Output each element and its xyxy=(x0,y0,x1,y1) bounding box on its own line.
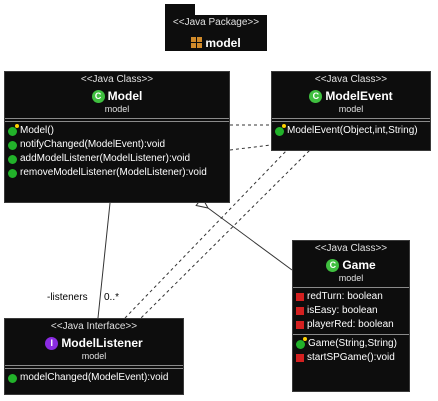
constructor-icon xyxy=(296,336,307,349)
methods-separator xyxy=(293,334,409,335)
field-row[interactable]: playerRed: boolean xyxy=(296,318,409,332)
class-game-stereotype: <<Java Class>> xyxy=(314,243,388,254)
method-label: notifyChanged(ModelEvent):void xyxy=(20,139,166,150)
class-icon: C xyxy=(326,258,340,272)
method-label: Model() xyxy=(20,125,54,136)
class-model-stereotype: <<Java Class>> xyxy=(80,74,154,85)
field-label: playerRed: boolean xyxy=(307,319,394,330)
class-model-package: model xyxy=(104,104,130,114)
public-method-icon xyxy=(8,373,17,383)
method-row[interactable]: removeModelListener(ModelListener):void xyxy=(8,166,229,180)
method-row[interactable]: Model() xyxy=(8,123,229,138)
methods-separator xyxy=(5,368,183,369)
method-label: modelChanged(ModelEvent):void xyxy=(20,372,169,383)
private-field-icon xyxy=(296,293,304,301)
class-modelevent-name: ModelEvent xyxy=(325,89,393,103)
public-method-icon xyxy=(8,168,17,178)
package-icon xyxy=(191,37,203,48)
method-row[interactable]: Game(String,String) xyxy=(296,336,409,351)
class-model[interactable]: <<Java Class>> C Model model Model() not… xyxy=(4,71,230,203)
method-label: addModelListener(ModelListener):void xyxy=(20,153,191,164)
class-modelevent-stereotype: <<Java Class>> xyxy=(314,74,388,85)
attributes-separator xyxy=(272,118,430,119)
method-label: Game(String,String) xyxy=(308,338,397,349)
interface-modellistener-package: model xyxy=(81,351,107,361)
interface-modellistener-stereotype: <<Java Interface>> xyxy=(50,321,138,332)
field-row[interactable]: redTurn: boolean xyxy=(296,290,409,304)
public-method-icon xyxy=(8,140,17,150)
class-icon: C xyxy=(309,89,323,103)
class-modelevent-package: model xyxy=(338,104,364,114)
public-method-icon xyxy=(8,154,17,164)
dependency-listener-modelevent-1 xyxy=(124,149,288,319)
class-game-name: Game xyxy=(342,258,376,272)
class-model-name: Model xyxy=(107,89,143,103)
attributes-separator xyxy=(5,365,183,366)
association-multiplicity-label: 0..* xyxy=(104,292,120,303)
method-label: startSPGame():void xyxy=(307,352,395,363)
method-row[interactable]: notifyChanged(ModelEvent):void xyxy=(8,138,229,152)
method-row[interactable]: ModelEvent(Object,int,String) xyxy=(275,123,430,138)
attributes-separator xyxy=(5,118,229,119)
private-method-icon xyxy=(296,354,304,362)
method-row[interactable]: startSPGame():void xyxy=(296,351,409,365)
class-game[interactable]: <<Java Class>> C Game model redTurn: boo… xyxy=(292,240,410,392)
package-box[interactable]: <<Java Package>> model xyxy=(165,15,267,51)
private-field-icon xyxy=(296,321,304,329)
method-row[interactable]: modelChanged(ModelEvent):void xyxy=(8,371,183,385)
method-label: ModelEvent(Object,int,String) xyxy=(287,125,418,136)
attributes-separator xyxy=(293,287,409,288)
methods-separator xyxy=(272,121,430,122)
constructor-icon xyxy=(8,123,19,136)
private-field-icon xyxy=(296,307,304,315)
field-label: isEasy: boolean xyxy=(307,305,378,316)
interface-icon: I xyxy=(45,336,59,350)
class-game-package: model xyxy=(338,273,364,283)
interface-modellistener-name: ModelListener xyxy=(61,336,143,350)
method-label: removeModelListener(ModelListener):void xyxy=(20,167,207,178)
generalization-game-model xyxy=(208,208,293,271)
methods-separator xyxy=(5,121,229,122)
dependency-listener-modelevent-2 xyxy=(136,149,311,323)
package-name: model xyxy=(205,35,241,50)
association-model-listener xyxy=(98,202,111,318)
package-stereotype: <<Java Package>> xyxy=(172,17,260,28)
interface-modellistener[interactable]: <<Java Interface>> I ModelListener model… xyxy=(4,318,184,395)
association-role-label: -listeners xyxy=(47,292,88,303)
class-icon: C xyxy=(91,89,105,103)
package-tab xyxy=(165,4,195,16)
class-modelevent[interactable]: <<Java Class>> C ModelEvent model ModelE… xyxy=(271,71,431,151)
field-label: redTurn: boolean xyxy=(307,291,383,302)
constructor-icon xyxy=(275,123,286,136)
method-row[interactable]: addModelListener(ModelListener):void xyxy=(8,152,229,166)
dependency-model-modelevent-bottom xyxy=(229,144,272,151)
field-row[interactable]: isEasy: boolean xyxy=(296,304,409,318)
